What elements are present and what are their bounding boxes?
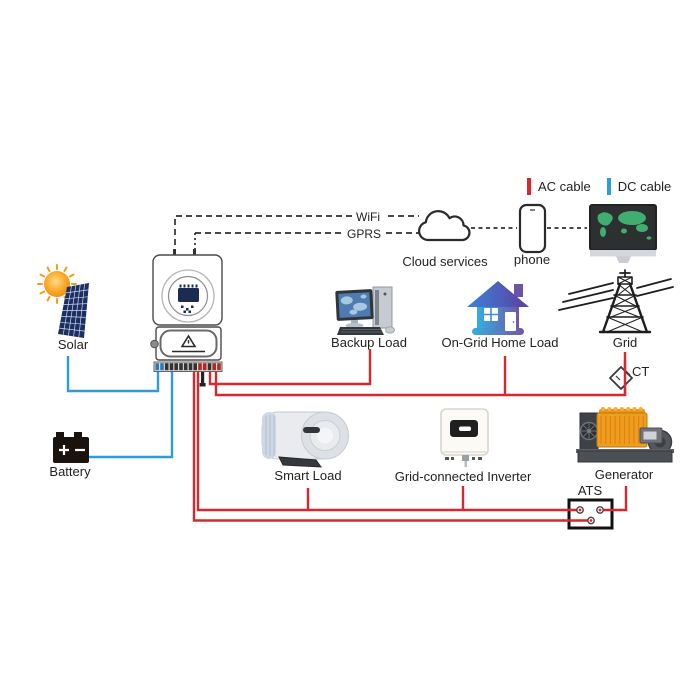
- inverter-display-icon: [178, 284, 199, 313]
- ac-cable-swatch-icon: [527, 178, 531, 195]
- hybrid-inverter-icon: [150, 249, 223, 387]
- generator-icon: [576, 407, 674, 463]
- phone-label: phone: [513, 252, 551, 267]
- gprs-label: GPRS: [344, 227, 384, 241]
- legend-item-dc: DC cable: [606, 178, 672, 195]
- solar-panel-icon: [37, 264, 89, 338]
- dc-cable-swatch-icon: [606, 178, 611, 195]
- water-heater-icon: [261, 411, 349, 468]
- grid-connected-inverter-icon: [440, 408, 489, 467]
- generator-label: Generator: [594, 467, 654, 482]
- battery-label: Battery: [49, 464, 91, 479]
- solar-grid-lines: [59, 283, 89, 338]
- ats-label: ATS: [577, 483, 603, 498]
- cloud-icon: [418, 210, 471, 242]
- computer-monitor-icon: [335, 289, 374, 321]
- ct-clamp-icon: [609, 360, 633, 396]
- wifi-dashed-line: [174, 215, 352, 255]
- battery-icon: [53, 432, 89, 463]
- warning-triangle-icon: [172, 334, 205, 353]
- backup-load-label: Backup Load: [331, 335, 407, 350]
- cloud-services-label: Cloud services: [402, 254, 488, 269]
- ac-cable-generator: [620, 486, 628, 512]
- sun-icon: [37, 264, 77, 304]
- dc-cable-battery: [88, 370, 174, 459]
- ac-cable-backup-load: [208, 349, 372, 386]
- communication-dashed-lines: [174, 215, 587, 255]
- ac-cables: [192, 349, 628, 522]
- wifi-label: WiFi: [354, 210, 382, 224]
- grid-label: Grid: [612, 335, 638, 350]
- dc-cable-label: DC cable: [617, 179, 672, 194]
- battery-polarity-marks: [59, 445, 85, 455]
- dc-cable-solar: [66, 356, 160, 393]
- dc-cables: [66, 356, 174, 459]
- monitoring-screen-icon: [589, 204, 657, 263]
- wifi-antenna-icon: [201, 372, 205, 385]
- terminal-blocks: [155, 363, 221, 371]
- phone-icon: [518, 203, 547, 254]
- ac-cable-grid: [214, 352, 627, 397]
- transmission-tower-icon: [558, 269, 674, 334]
- legend-item-ac: AC cable: [527, 178, 591, 195]
- desktop-computer-icon: [335, 286, 395, 335]
- ct-label: CT: [632, 364, 650, 379]
- solar-label: Solar: [57, 337, 89, 352]
- ac-cable-label: AC cable: [538, 179, 591, 194]
- on-grid-home-load-label: On-Grid Home Load: [441, 335, 559, 350]
- ac-cable-upper-bus: [196, 370, 564, 512]
- grid-connected-inverter-label: Grid-connected Inverter: [394, 469, 532, 484]
- world-map-graphic: [597, 211, 652, 240]
- smart-load-label: Smart Load: [274, 468, 342, 483]
- ac-cable-lower-bus: [192, 370, 564, 522]
- ats-box-icon: [563, 498, 621, 530]
- legend: AC cable DC cable: [527, 178, 671, 195]
- ats-terminals: [576, 506, 604, 525]
- house-icon: [467, 281, 529, 335]
